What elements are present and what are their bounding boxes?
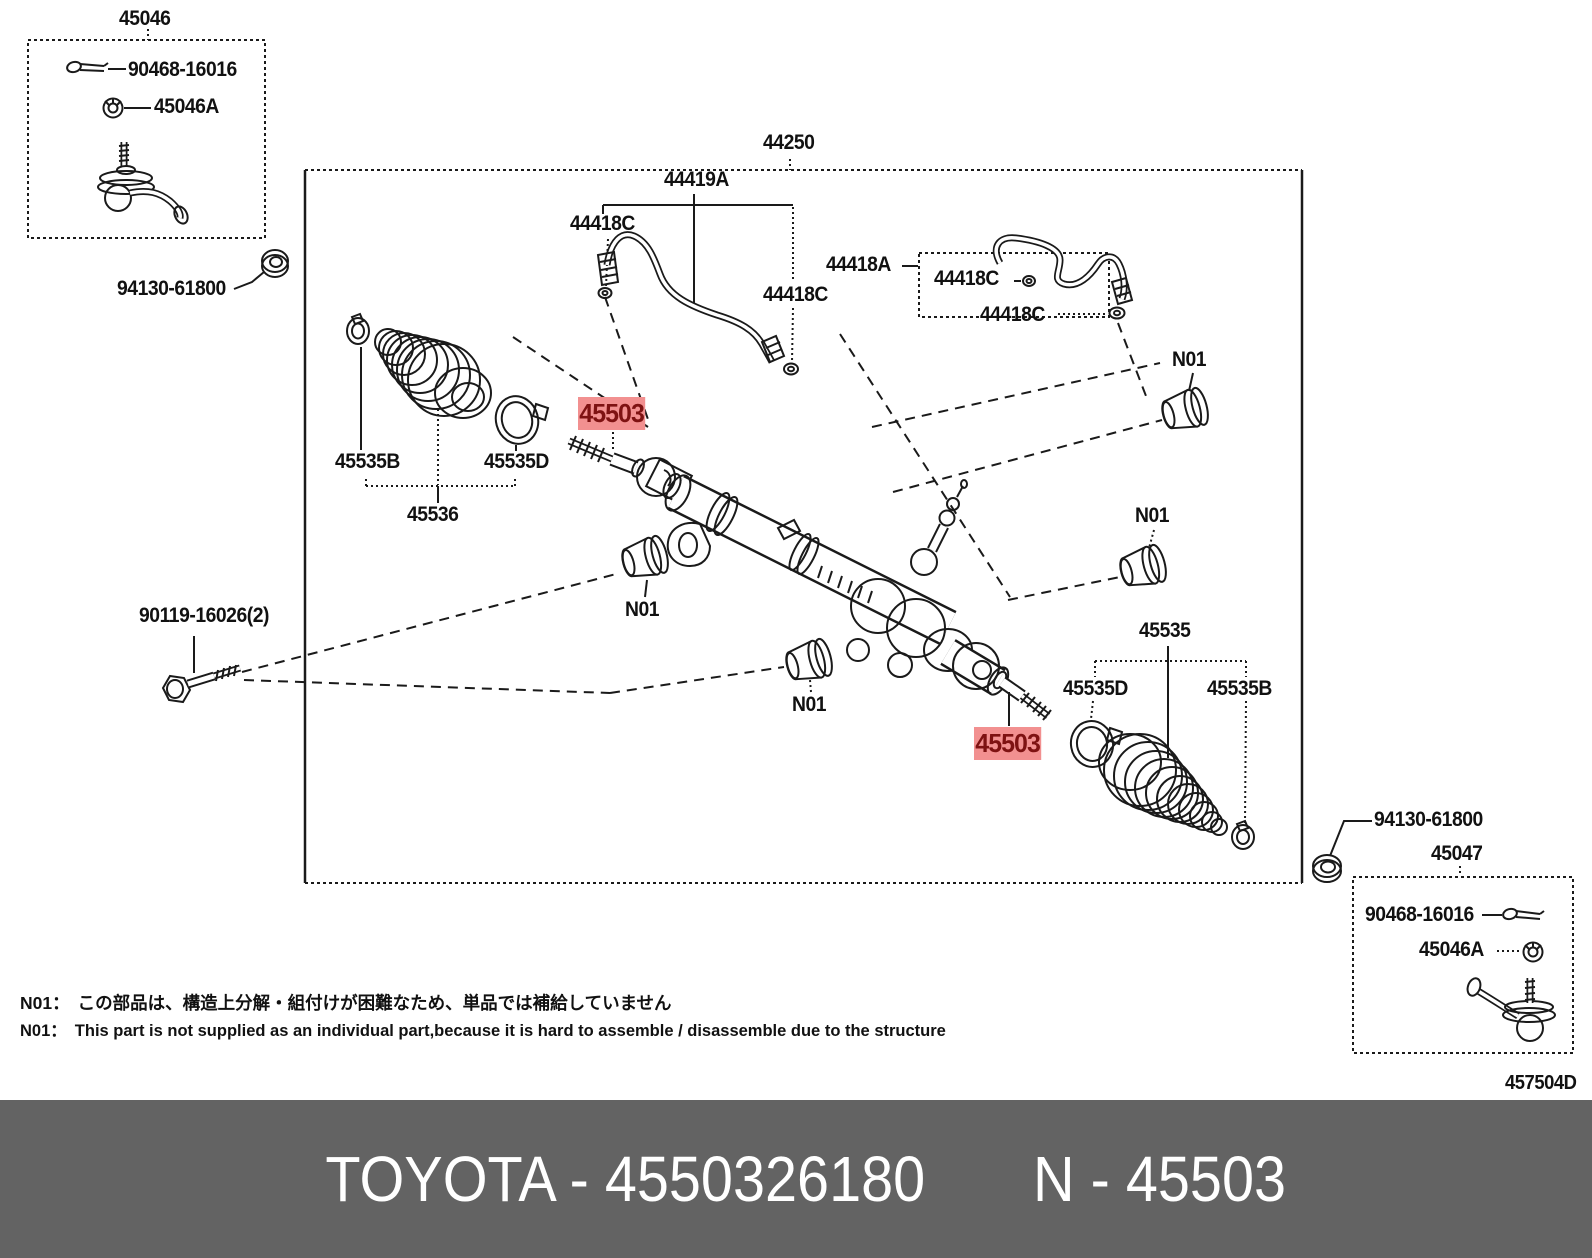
part-label-90468-16016-br: 90468-16016 [1365, 903, 1474, 926]
part-label-44418c-4: 44418C [980, 303, 1045, 326]
footnote-text: この部品は、構造上分解・組付けが困難なため、単品では補給していません [77, 993, 672, 1013]
part-label-45046: 45046 [119, 7, 171, 30]
part-label-44418a: 44418A [826, 253, 891, 276]
castle-nut-icon-right [1524, 942, 1543, 962]
dashed-leader-lines [242, 297, 1162, 693]
part-label-45047: 45047 [1431, 842, 1483, 865]
tie-rod-end-drawing-right [1465, 976, 1555, 1041]
bushing-n01-4 [782, 637, 835, 685]
part-label-45535b-1: 45535B [335, 450, 400, 473]
footnote-english: N01： This part is not supplied as an indi… [20, 1017, 946, 1041]
main-assembly-box [305, 159, 1302, 883]
tie-rod-end-kit-box-left [28, 29, 265, 238]
part-label-n01-2: N01 [1135, 504, 1170, 527]
footnote-key: N01： [20, 1022, 67, 1040]
boot-group-right-drawing [1067, 646, 1254, 849]
banner-short-part-number: N - 45503 [1032, 1143, 1286, 1215]
part-label-90119-16026: 90119-16026(2) [139, 604, 269, 627]
part-label-n01-3: N01 [625, 598, 660, 621]
banner-brand-part-number: TOYOTA - 4550326180 [325, 1143, 926, 1215]
flange-nut-icon-bottom [1313, 855, 1341, 882]
part-label-45536: 45536 [407, 503, 459, 526]
part-label-45535b-2: 45535B [1207, 677, 1272, 700]
part-label-94130-61800-br: 94130-61800 [1374, 808, 1483, 831]
part-label-44250: 44250 [763, 131, 815, 154]
part-label-45046a-br: 45046A [1419, 938, 1484, 961]
inner-tie-rod-drawing-2 [953, 643, 1051, 720]
inner-tie-rod-drawing-1 [569, 436, 684, 501]
part-label-90468-16016-tl: 90468-16016 [128, 58, 237, 81]
cotter-pin-icon-right [1502, 907, 1544, 920]
footnote-text: This part is not supplied as an individu… [74, 1022, 946, 1040]
pressure-tube-drawing-2 [902, 238, 1132, 319]
boot-group-left-drawing [347, 314, 548, 503]
flange-nut-icon-top [262, 250, 288, 277]
footnote-japanese: N01： この部品は、構造上分解・組付けが困難なため、単品では補給していません [20, 990, 672, 1015]
bolt-drawing [163, 636, 240, 702]
bushing-n01-1 [1158, 386, 1211, 434]
part-label-44418c-2: 44418C [763, 283, 828, 306]
part-label-45535: 45535 [1139, 619, 1191, 642]
part-label-n01-4: N01 [792, 693, 827, 716]
part-label-44418c-1: 44418C [570, 212, 635, 235]
castle-nut-icon [104, 98, 123, 118]
tie-rod-end-drawing-left [98, 142, 190, 226]
part-label-45535d-2: 45535D [1063, 677, 1128, 700]
highlighted-part-label-45503-1[interactable]: 45503 [578, 397, 646, 430]
part-label-44418c-3: 44418C [934, 267, 999, 290]
figure-code: 457504D [1505, 1072, 1577, 1094]
footer-banner: TOYOTA - 4550326180 N - 45503 [0, 1100, 1592, 1258]
footnote-key: N01： [20, 993, 70, 1013]
part-label-45046a-tl: 45046A [154, 95, 219, 118]
part-label-44419a: 44419A [664, 168, 729, 191]
pressure-tube-drawing-1 [598, 194, 798, 375]
highlighted-part-label-45503-2[interactable]: 45503 [974, 727, 1042, 760]
tie-rod-end-kit-box-right [1353, 877, 1573, 1053]
part-label-94130-61800-tl: 94130-61800 [117, 277, 226, 300]
bushing-n01-2 [1116, 543, 1169, 591]
cotter-pin-icon [66, 60, 108, 73]
part-label-45535d-1: 45535D [484, 450, 549, 473]
steering-rack-drawing [646, 459, 1012, 698]
part-label-n01-1: N01 [1172, 348, 1207, 371]
bushing-n01-3 [618, 534, 671, 582]
